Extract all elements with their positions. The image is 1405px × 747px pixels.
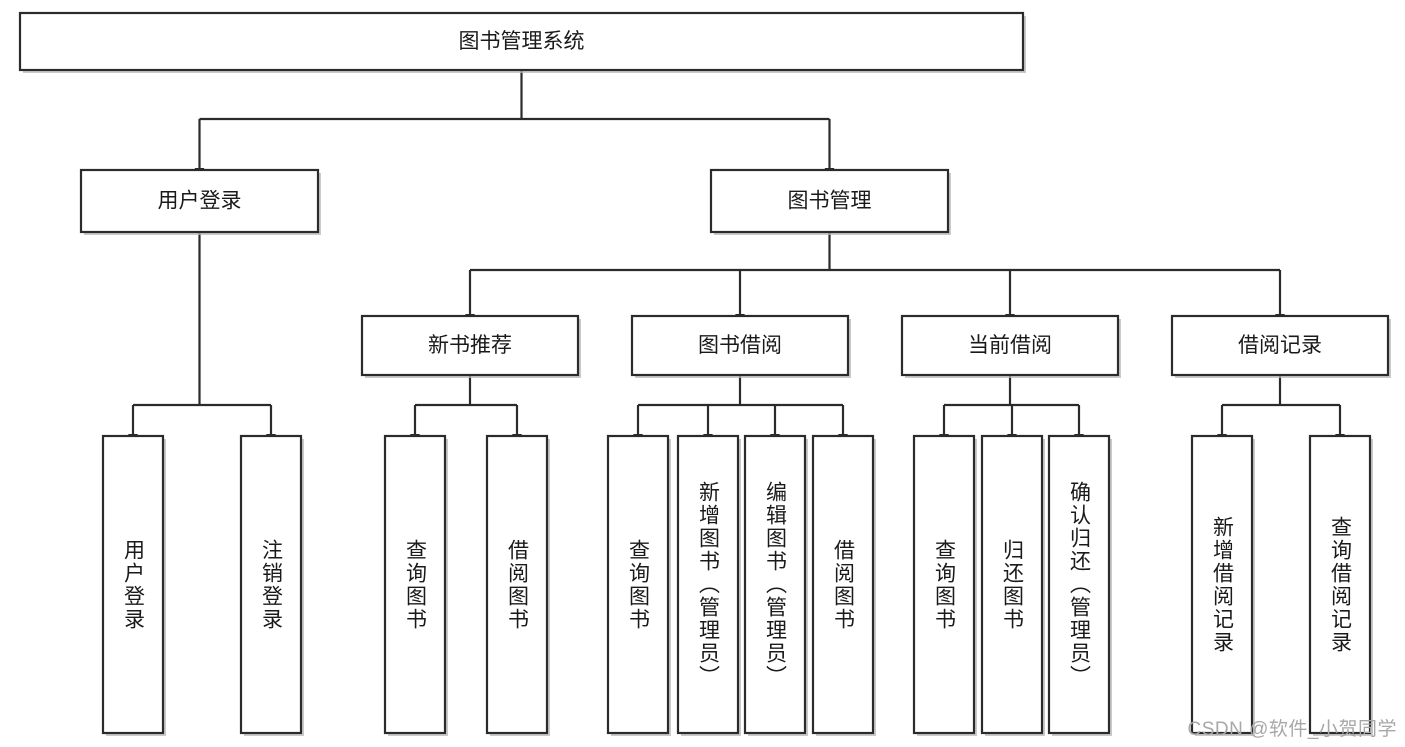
node-leaf-query-book-recommend[interactable]	[383, 434, 447, 735]
node-label-current-borrow: 当前借阅	[968, 334, 1052, 357]
node-root[interactable]	[18, 11, 1025, 72]
node-current-borrow[interactable]	[900, 314, 1120, 377]
node-label-user-login: 用户登录	[158, 190, 242, 213]
node-book-management[interactable]	[709, 168, 950, 234]
boxes-layer	[18, 11, 1391, 736]
node-leaf-confirm-return[interactable]	[1047, 434, 1111, 735]
node-leaf-add-borrow-record[interactable]	[1190, 434, 1254, 735]
node-leaf-return-book[interactable]	[980, 434, 1044, 735]
node-leaf-add-book[interactable]	[676, 434, 740, 735]
node-borrow-records[interactable]	[1170, 314, 1390, 377]
node-leaf-query-book-borrow[interactable]	[606, 434, 670, 735]
node-leaf-user-logout[interactable]	[239, 434, 303, 735]
node-leaf-user-login[interactable]	[101, 434, 165, 735]
node-label-borrow-records: 借阅记录	[1238, 334, 1322, 357]
node-leaf-query-borrow-record[interactable]	[1308, 434, 1372, 735]
node-leaf-query-book-current[interactable]	[912, 434, 976, 735]
node-label-new-book-recommend: 新书推荐	[428, 334, 512, 357]
node-leaf-borrow-book-recommend[interactable]	[485, 434, 549, 735]
node-user-login[interactable]	[79, 168, 320, 234]
node-new-book-recommend[interactable]	[360, 314, 580, 377]
connectors-layer	[128, 70, 1345, 444]
node-book-borrow[interactable]	[630, 314, 850, 377]
node-leaf-borrow-book[interactable]	[811, 434, 875, 735]
node-label-book-borrow: 图书借阅	[698, 334, 782, 357]
node-leaf-edit-book[interactable]	[743, 434, 807, 735]
node-label-root: 图书管理系统	[459, 30, 585, 53]
csdn-watermark: CSDN @软件_小贺同学	[1187, 719, 1397, 740]
node-label-book-management: 图书管理	[788, 190, 872, 213]
